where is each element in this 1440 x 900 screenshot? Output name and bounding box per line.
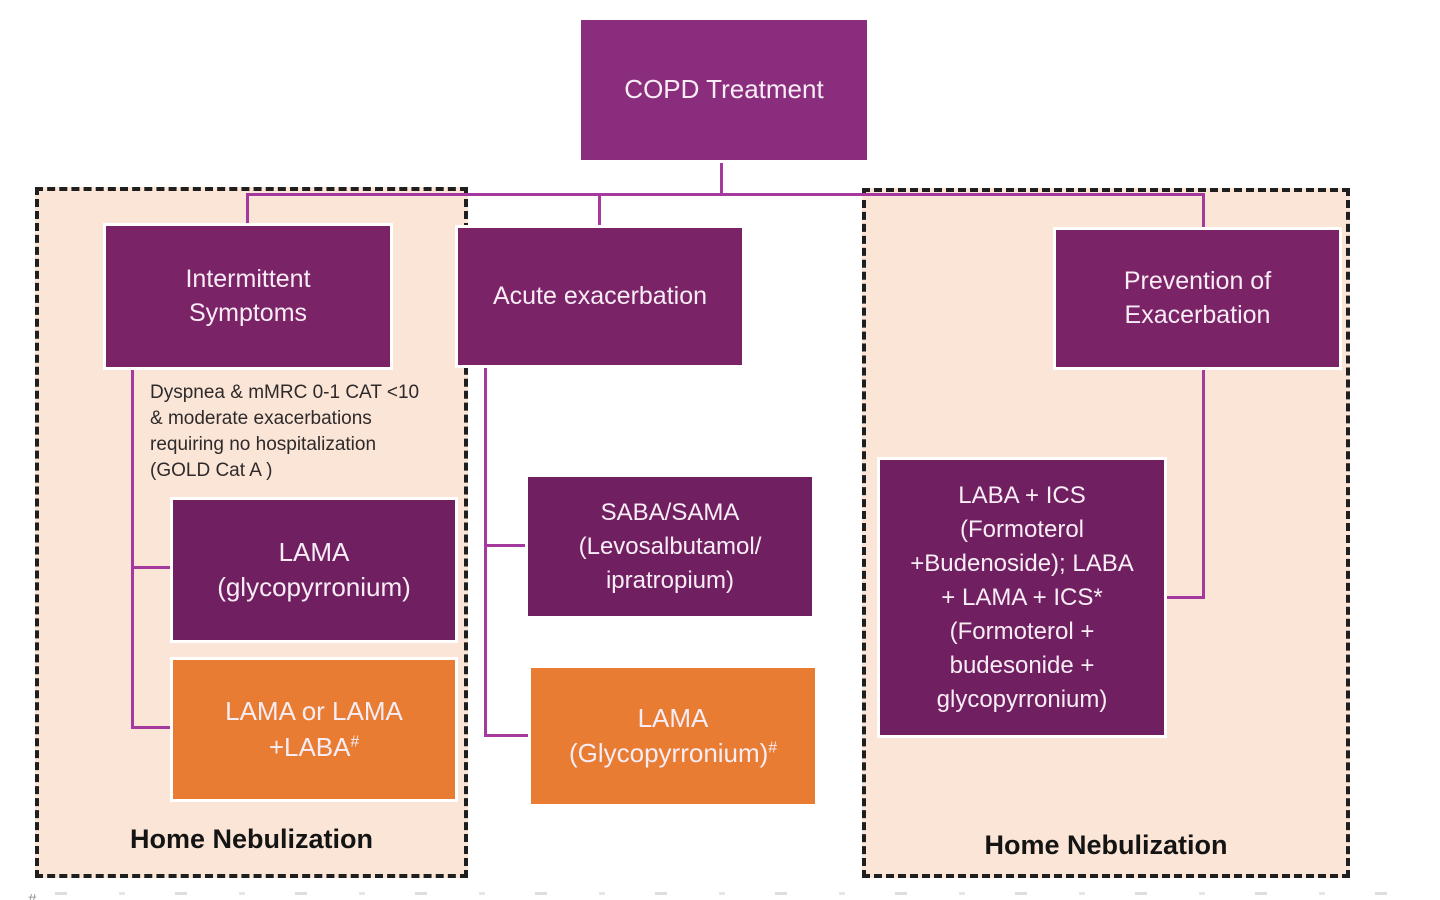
connector-drop-left: [246, 193, 249, 224]
connector-left-branch-1: [131, 566, 171, 569]
laba-ics-combination-label: LABA + ICS (Formoterol +Budenoside); LAB…: [910, 481, 1134, 713]
connector-right-elbow: [1167, 596, 1205, 599]
lama-or-lama-laba-box: LAMA or LAMA +LABA#: [170, 657, 458, 802]
connector-left-stem: [131, 370, 134, 729]
laba-ics-combination-box: LABA + ICS (Formoterol +Budenoside); LAB…: [877, 457, 1167, 738]
connector-right-stem: [1202, 370, 1205, 599]
connector-left-branch-2: [131, 726, 171, 729]
lama-glycopyrronium-box: LAMA (glycopyrronium): [170, 497, 458, 643]
lama-glycopyrronium-acute-label: LAMA (Glycopyrronium): [568, 702, 769, 768]
footnote-strip: #: [0, 889, 1440, 900]
connector-middle-stem: [484, 368, 487, 737]
copd-treatment-box: COPD Treatment: [578, 17, 870, 163]
acute-exacerbation-label: Acute exacerbation: [492, 281, 708, 310]
gold-cat-a-criteria-text: Dyspnea & mMRC 0-1 CAT <10 & moderate ex…: [150, 382, 420, 481]
connector-main-horizontal: [246, 193, 1205, 196]
connector-middle-branch-2: [484, 734, 530, 737]
copd-treatment-label: COPD Treatment: [624, 74, 824, 105]
saba-sama-label: SABA/SAMA (Levosalbutamol/ ipratropium): [578, 498, 762, 594]
intermittent-symptoms-label: Intermittent Symptoms: [185, 264, 311, 327]
connector-root-stem: [720, 163, 723, 194]
prevention-of-exacerbation-box: Prevention of Exacerbation: [1053, 227, 1342, 370]
prevention-of-exacerbation-label: Prevention of Exacerbation: [1123, 266, 1272, 329]
hash-superscript-left: #: [350, 732, 360, 750]
hash-superscript-middle: #: [768, 739, 778, 757]
footnote-hash-marker: #: [28, 891, 37, 900]
connector-drop-right: [1202, 193, 1205, 228]
lama-or-lama-laba-label: LAMA or LAMA +LABA: [225, 696, 403, 762]
home-nebulization-label-right: Home Nebulization: [984, 830, 1228, 860]
connector-middle-branch-1: [484, 544, 527, 547]
home-nebulization-label-left: Home Nebulization: [129, 824, 373, 854]
lama-glycopyrronium-label: LAMA (glycopyrronium): [217, 536, 411, 602]
footnote-clipped-text: [55, 892, 1410, 895]
saba-sama-box: SABA/SAMA (Levosalbutamol/ ipratropium): [525, 474, 815, 619]
lama-glycopyrronium-acute-box: LAMA (Glycopyrronium)#: [528, 665, 818, 807]
intermittent-symptoms-box: Intermittent Symptoms: [103, 223, 393, 370]
acute-exacerbation-box: Acute exacerbation: [455, 225, 745, 368]
connector-drop-middle: [598, 193, 601, 226]
